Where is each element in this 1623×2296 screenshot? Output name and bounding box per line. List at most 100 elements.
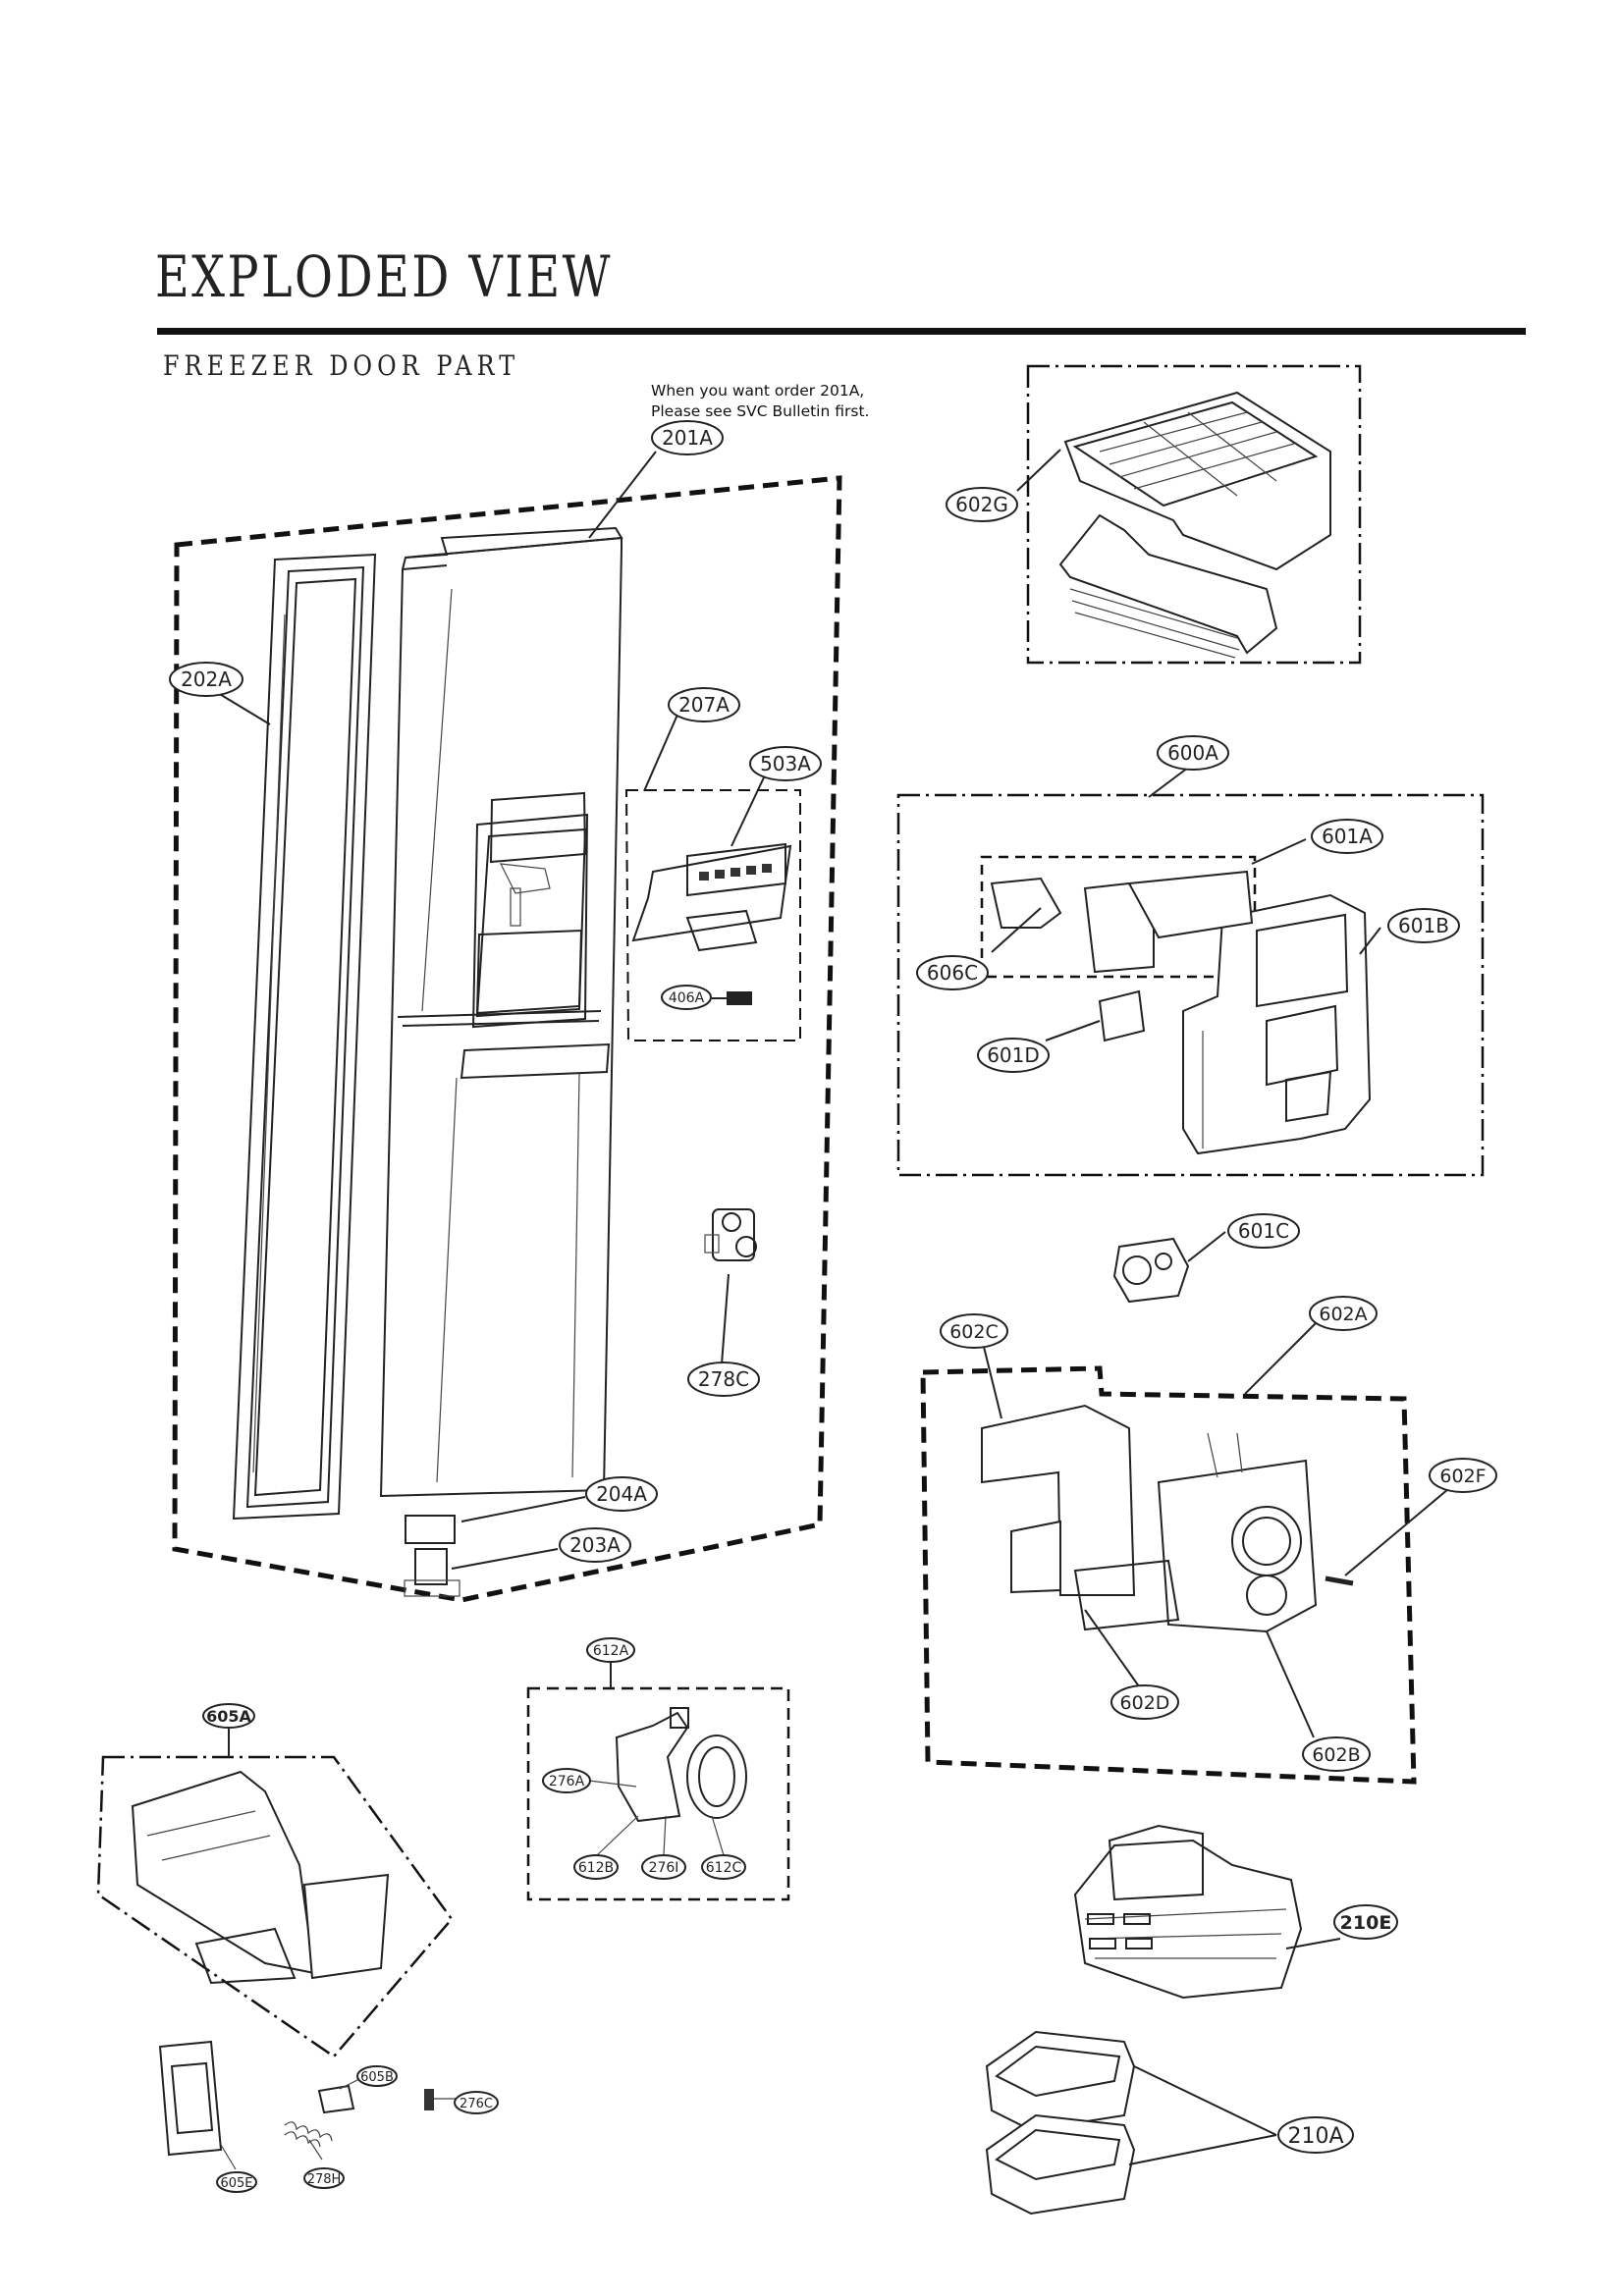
callout-204A: 204A (585, 1476, 658, 1512)
callout-276A-label: 276A (549, 1774, 585, 1789)
callout-503A-label: 503A (760, 752, 811, 775)
basket-leader-lines (1128, 2065, 1277, 2165)
motor-clip-part (1098, 989, 1146, 1042)
leader-210E (1285, 1938, 1341, 1949)
callout-600A: 600A (1157, 735, 1229, 771)
callout-276I: 276I (641, 1854, 686, 1880)
callout-207A-label: 207A (678, 693, 730, 717)
callout-204A-label: 204A (596, 1482, 647, 1506)
solenoid-leader-lines (588, 1780, 725, 1856)
callout-201A: 201A (651, 420, 724, 455)
callout-602F-label: 602F (1439, 1466, 1486, 1487)
callout-602B: 602B (1302, 1736, 1371, 1772)
callout-612A-label: 612A (593, 1643, 629, 1659)
callout-602C: 602C (940, 1313, 1008, 1349)
ice-bin-lid-part (1058, 391, 1331, 659)
callout-612B: 612B (573, 1854, 619, 1880)
dispenser-leader-lines (983, 1320, 1449, 1738)
motor-bracket-part (990, 870, 1254, 974)
wire-part (424, 2089, 457, 2110)
callout-605B: 605B (356, 2065, 398, 2087)
callout-605E: 605E (216, 2171, 257, 2193)
callout-278C-label: 278C (698, 1367, 749, 1391)
control-panel-subgroup (624, 789, 801, 1041)
callout-276I-label: 276I (649, 1860, 679, 1876)
callout-207A: 207A (668, 687, 740, 722)
callout-602D-label: 602D (1120, 1692, 1170, 1714)
callout-612A: 612A (586, 1637, 635, 1663)
callout-601C: 601C (1227, 1213, 1300, 1249)
leader-602G (1016, 449, 1061, 492)
auger-motor-cover-part (1182, 893, 1372, 1155)
micro-switch-part (317, 2084, 355, 2114)
callout-601A: 601A (1311, 819, 1383, 854)
callout-612C-label: 612C (706, 1860, 742, 1876)
callout-601B: 601B (1387, 908, 1460, 943)
page-title: EXPLODED VIEW (155, 243, 613, 310)
dispenser-pin-part (1325, 1575, 1354, 1586)
callout-601B-label: 601B (1398, 914, 1449, 937)
callout-602G-label: 602G (955, 493, 1008, 516)
callout-276A: 276A (542, 1768, 591, 1793)
small-switch-part (727, 991, 752, 1005)
hinge-parts (404, 1515, 460, 1597)
door-leader-lines (217, 451, 765, 1570)
callout-202A-label: 202A (181, 667, 232, 691)
door-basket-upper-part (985, 2030, 1136, 2132)
section-subtitle: FREEZER DOOR PART (163, 349, 520, 382)
motor-leader-lines (991, 838, 1381, 1041)
water-valve-part (704, 1208, 757, 1261)
leader-601C (1187, 1231, 1226, 1262)
callout-602D: 602D (1110, 1684, 1179, 1720)
callout-276C-label: 276C (460, 2097, 493, 2111)
callout-278H-label: 278H (307, 2172, 342, 2187)
callout-600A-label: 600A (1167, 741, 1218, 765)
spring-part (284, 2121, 333, 2148)
leader-600A (1148, 767, 1189, 798)
solenoid-part (615, 1707, 747, 1823)
ice-bin-group-boundary (1026, 364, 1362, 665)
callout-278H: 278H (303, 2167, 345, 2189)
callout-201A-label: 201A (662, 426, 713, 450)
callout-406A: 406A (661, 985, 712, 1010)
callout-601A-label: 601A (1322, 825, 1373, 848)
callout-602F: 602F (1429, 1458, 1497, 1493)
callout-605E-label: 605E (220, 2176, 252, 2191)
callout-606C: 606C (916, 955, 989, 990)
order-note-line-1: When you want order 201A, (651, 382, 865, 400)
callout-602G: 602G (946, 487, 1018, 522)
dispenser-duct-part (981, 1404, 1318, 1633)
callout-210A: 210A (1277, 2116, 1354, 2154)
callout-406A-label: 406A (669, 990, 705, 1006)
dispenser-frame-part (131, 1770, 390, 1985)
auger-motor-group-boundary (896, 793, 1485, 1177)
callout-605A-label: 605A (206, 1707, 251, 1726)
callout-606C-label: 606C (927, 961, 978, 985)
callout-602A: 602A (1309, 1296, 1378, 1331)
callout-601D: 601D (977, 1038, 1050, 1073)
freezer-door-panel-part (379, 526, 623, 1498)
door-group-boundary (172, 475, 842, 1603)
callout-210E-label: 210E (1340, 1912, 1392, 1934)
callout-278C: 278C (687, 1362, 760, 1397)
solenoid-group-boundary (526, 1686, 790, 1901)
callout-202A: 202A (169, 662, 243, 697)
callout-601D-label: 601D (987, 1043, 1040, 1067)
small-part-leader-lines (220, 2078, 360, 2170)
order-note: When you want order 201A, Please see SVC… (651, 381, 869, 422)
order-note-line-2: Please see SVC Bulletin first. (651, 402, 870, 420)
dispenser-group-boundary (920, 1365, 1417, 1785)
control-panel-part (631, 842, 792, 952)
dispenser-frame-group-boundary (96, 1755, 454, 2058)
callout-203A: 203A (559, 1527, 631, 1563)
dispenser-cover-part (158, 2040, 223, 2157)
ice-motor-part (1112, 1237, 1190, 1304)
callout-605A: 605A (202, 1703, 255, 1729)
callout-203A-label: 203A (569, 1533, 621, 1557)
callout-210A-label: 210A (1287, 2124, 1343, 2149)
callout-602C-label: 602C (949, 1321, 999, 1343)
callout-602B-label: 602B (1312, 1744, 1360, 1766)
door-gasket-part (232, 553, 377, 1521)
